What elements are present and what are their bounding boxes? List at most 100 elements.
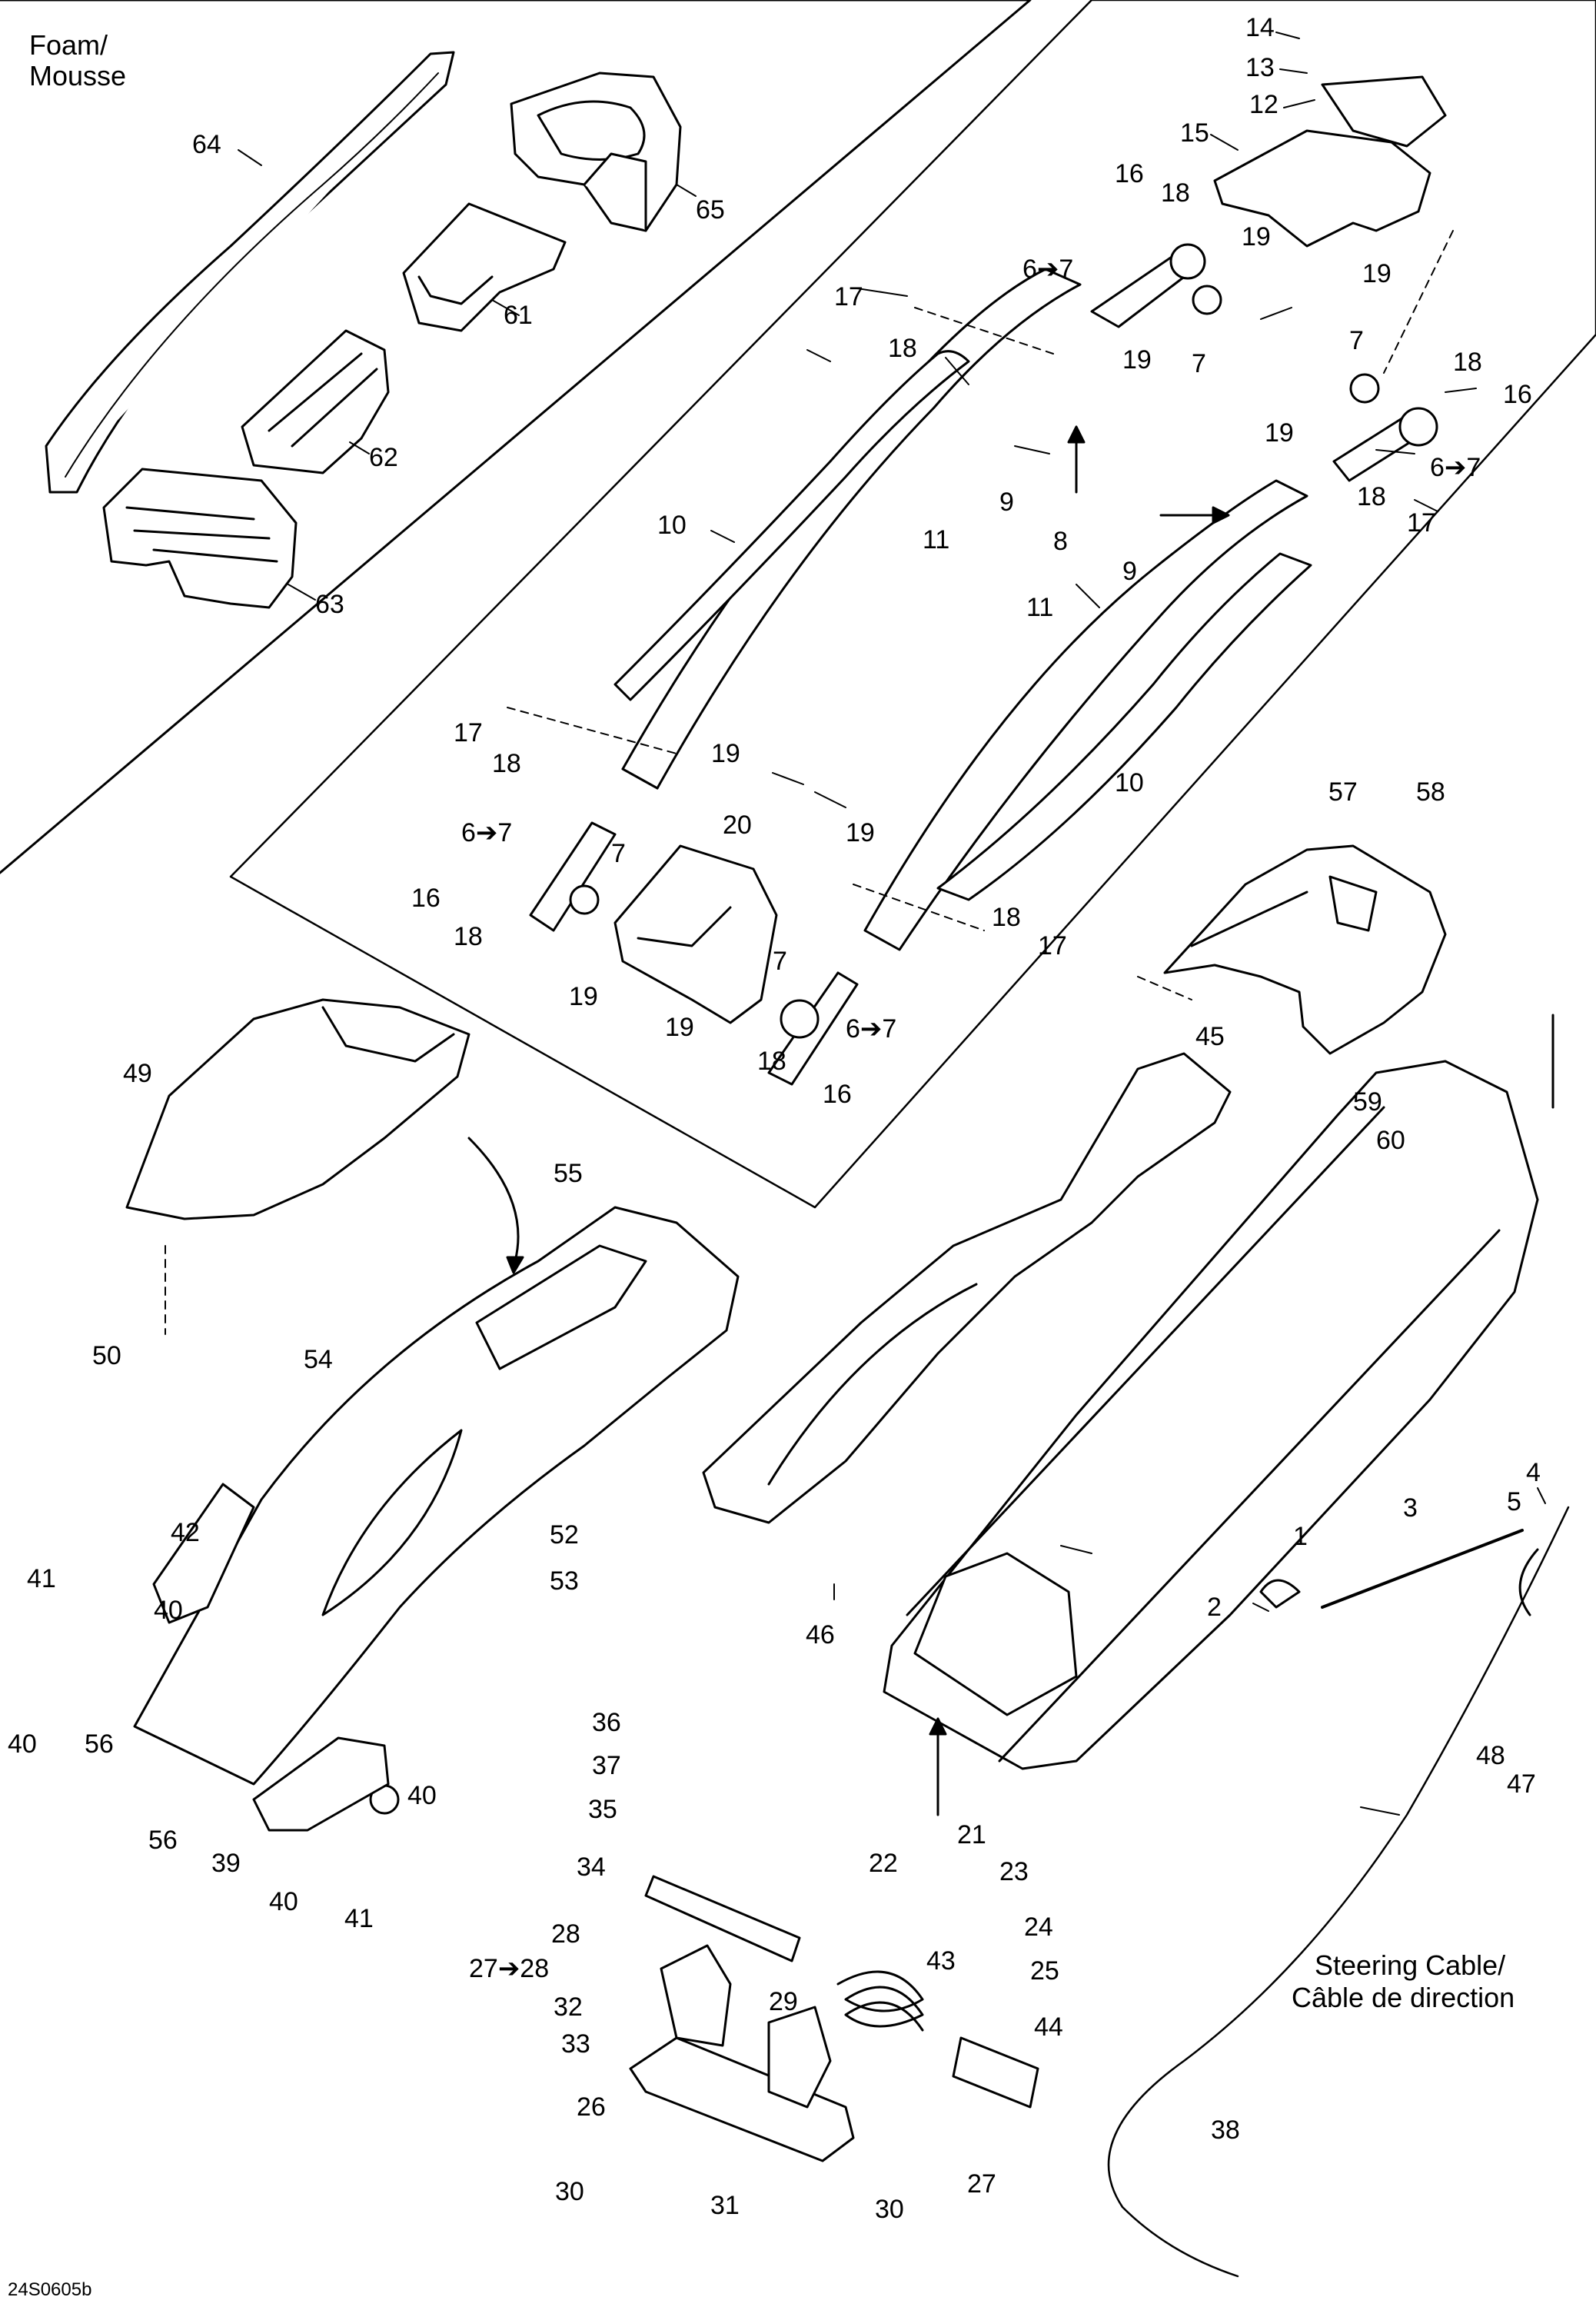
part-label: 31	[710, 2191, 740, 2220]
part-label: 15	[1180, 118, 1209, 148]
part-label: 12	[1249, 90, 1278, 119]
part-label: 7	[773, 947, 787, 976]
part-label: 38	[1211, 2116, 1240, 2145]
cable-title-line2: Câble de direction	[1292, 1982, 1515, 2013]
part-label: 16	[1503, 380, 1532, 409]
hood-cover-49	[125, 998, 470, 1220]
leader-lines	[238, 32, 1546, 1816]
part-label: 64	[192, 130, 221, 159]
drawing-code: 24S0605b	[8, 2279, 92, 2300]
part-label: 13	[1245, 53, 1275, 82]
part-label: 7	[611, 839, 626, 868]
part-label: 18	[492, 749, 521, 778]
part-label: 56	[148, 1826, 178, 1855]
part-label: 19	[711, 739, 740, 768]
part-label: 30	[555, 2177, 584, 2206]
part-label: 4	[1526, 1458, 1541, 1487]
tie-rod-3	[1259, 1529, 1524, 1609]
part-label: 46	[806, 1620, 835, 1650]
grip-right	[1332, 373, 1438, 482]
helm-shaft-34	[644, 1875, 801, 1962]
part-label: 6➔7	[1022, 255, 1074, 284]
part-label: 19	[665, 1013, 694, 1042]
part-label: 30	[875, 2195, 904, 2224]
part-label: 19	[1122, 345, 1152, 375]
riser-bracket-15	[1213, 75, 1447, 248]
part-label: 50	[92, 1341, 121, 1370]
steering-pivot-arm	[152, 1483, 400, 1832]
part-label: 65	[696, 195, 725, 225]
part-label: 19	[569, 982, 598, 1011]
part-label: 14	[1245, 13, 1275, 42]
steering-cable	[1107, 1506, 1570, 2278]
part-label: 2	[1207, 1593, 1222, 1622]
part-label: 7	[1349, 326, 1364, 355]
grip-upper	[1090, 243, 1222, 328]
part-label: 10	[657, 511, 687, 540]
part-label: 16	[823, 1080, 852, 1109]
part-label: 18	[992, 903, 1021, 932]
part-label: 33	[561, 2029, 590, 2059]
part-label: 16	[1115, 159, 1144, 188]
part-label: 58	[1416, 777, 1445, 807]
part-label: 17	[454, 718, 483, 747]
part-label: 18	[454, 922, 483, 951]
foam-pad-61	[402, 202, 567, 332]
part-label: 43	[926, 1946, 956, 1976]
foam-block-63	[102, 468, 298, 609]
part-label: 62	[369, 443, 398, 472]
part-label: 37	[592, 1751, 621, 1780]
part-label: 29	[769, 1987, 798, 2016]
part-label: 27➔28	[469, 1954, 550, 1983]
part-label: 25	[1030, 1956, 1059, 1986]
frame-45	[702, 1052, 1232, 1524]
part-label: 21	[957, 1820, 986, 1849]
part-label: 1	[1293, 1522, 1308, 1551]
seat-cover-57	[1163, 844, 1447, 1055]
part-label: 23	[999, 1857, 1029, 1886]
part-label: 6➔7	[461, 818, 513, 847]
part-label: 11	[923, 525, 950, 554]
dashed-guides	[165, 230, 1454, 1335]
part-label: 18	[1453, 348, 1482, 377]
part-label: 19	[846, 818, 875, 847]
foam-panel-border	[0, 0, 1032, 874]
handlebar-tube-left	[613, 268, 1082, 790]
arrows	[467, 425, 1554, 1816]
part-label: 11	[1026, 593, 1054, 622]
part-label: 36	[592, 1708, 621, 1737]
part-label: 57	[1328, 777, 1358, 807]
spring-43	[836, 1970, 924, 2032]
side-panel-54	[133, 1206, 740, 1786]
part-label: 19	[1265, 418, 1294, 448]
part-label: 63	[315, 590, 344, 619]
part-label: 52	[550, 1520, 579, 1550]
part-label: 40	[8, 1729, 37, 1759]
part-label: 40	[154, 1596, 183, 1625]
part-label: 16	[411, 884, 441, 913]
grip-left-lower	[529, 821, 617, 932]
part-label: 40	[407, 1781, 437, 1810]
part-label: 48	[1476, 1741, 1505, 1770]
part-label: 19	[1362, 259, 1392, 288]
part-label: 47	[1507, 1769, 1536, 1799]
part-label: 32	[554, 1992, 583, 2022]
part-label: 9	[999, 488, 1014, 517]
part-label: 42	[171, 1518, 200, 1547]
foam-block-62	[241, 329, 390, 474]
part-label: 27	[967, 2169, 996, 2199]
part-label: 28	[551, 1919, 580, 1949]
part-label: 60	[1376, 1126, 1405, 1155]
foam-panel-title-line2: Mousse	[29, 60, 127, 92]
part-label: 9	[1122, 557, 1137, 586]
steering-section-border	[229, 0, 1596, 1209]
part-label: 10	[1115, 768, 1144, 797]
part-label: 18	[757, 1047, 786, 1076]
part-label: 5	[1507, 1487, 1521, 1516]
part-label: 17	[834, 282, 863, 311]
part-label: 18	[888, 334, 917, 363]
handlebar-clamp-20	[613, 844, 778, 1024]
part-label: 6➔7	[846, 1014, 897, 1044]
part-label: 17	[1407, 508, 1436, 538]
